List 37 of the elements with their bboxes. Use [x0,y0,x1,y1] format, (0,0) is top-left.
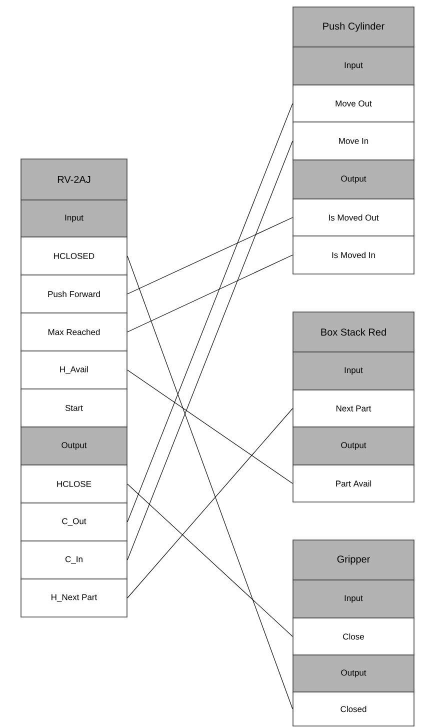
connector-line [127,370,293,484]
section-header-cell: Input [292,352,414,390]
component-title-cell: Push Cylinder [292,6,414,48]
component-title-cell: RV-2AJ [20,158,128,200]
signal-cell: HCLOSED [20,236,128,276]
signal-cell: Is Moved In [292,236,414,274]
section-header-cell: Output [20,426,128,466]
signal-cell: H_Next Part [20,578,128,618]
section-header-cell: Input [292,580,414,618]
component-title-cell: Gripper [292,540,414,580]
section-header-cell: Input [292,46,414,86]
signal-cell: Part Avail [292,464,414,502]
signal-cell: C_In [20,540,128,580]
section-header-cell: Output [292,654,414,692]
connector-line [127,256,293,710]
signal-cell: HCLOSE [20,464,128,504]
connector-line [127,103,293,522]
connector-line [127,484,293,637]
connector-line [127,254,293,332]
component-title-cell: Box Stack Red [292,312,414,352]
signal-cell: H_Avail [20,350,128,390]
section-header-cell: Output [292,426,414,466]
signal-cell: Closed [292,692,414,726]
connector-line [127,217,293,294]
connector-line [127,408,293,598]
signal-cell: Move Out [292,84,414,122]
signal-cell: Max Reached [20,312,128,352]
signal-cell: C_Out [20,502,128,542]
section-header-cell: Input [20,200,128,238]
signal-cell: Start [20,388,128,428]
signal-cell: Close [292,618,414,656]
section-header-cell: Output [292,160,414,200]
signal-cell: Push Forward [20,274,128,314]
signal-cell: Move In [292,122,414,160]
signal-cell: Is Moved Out [292,198,414,236]
connector-line [127,140,293,560]
signal-cell: Next Part [292,390,414,428]
